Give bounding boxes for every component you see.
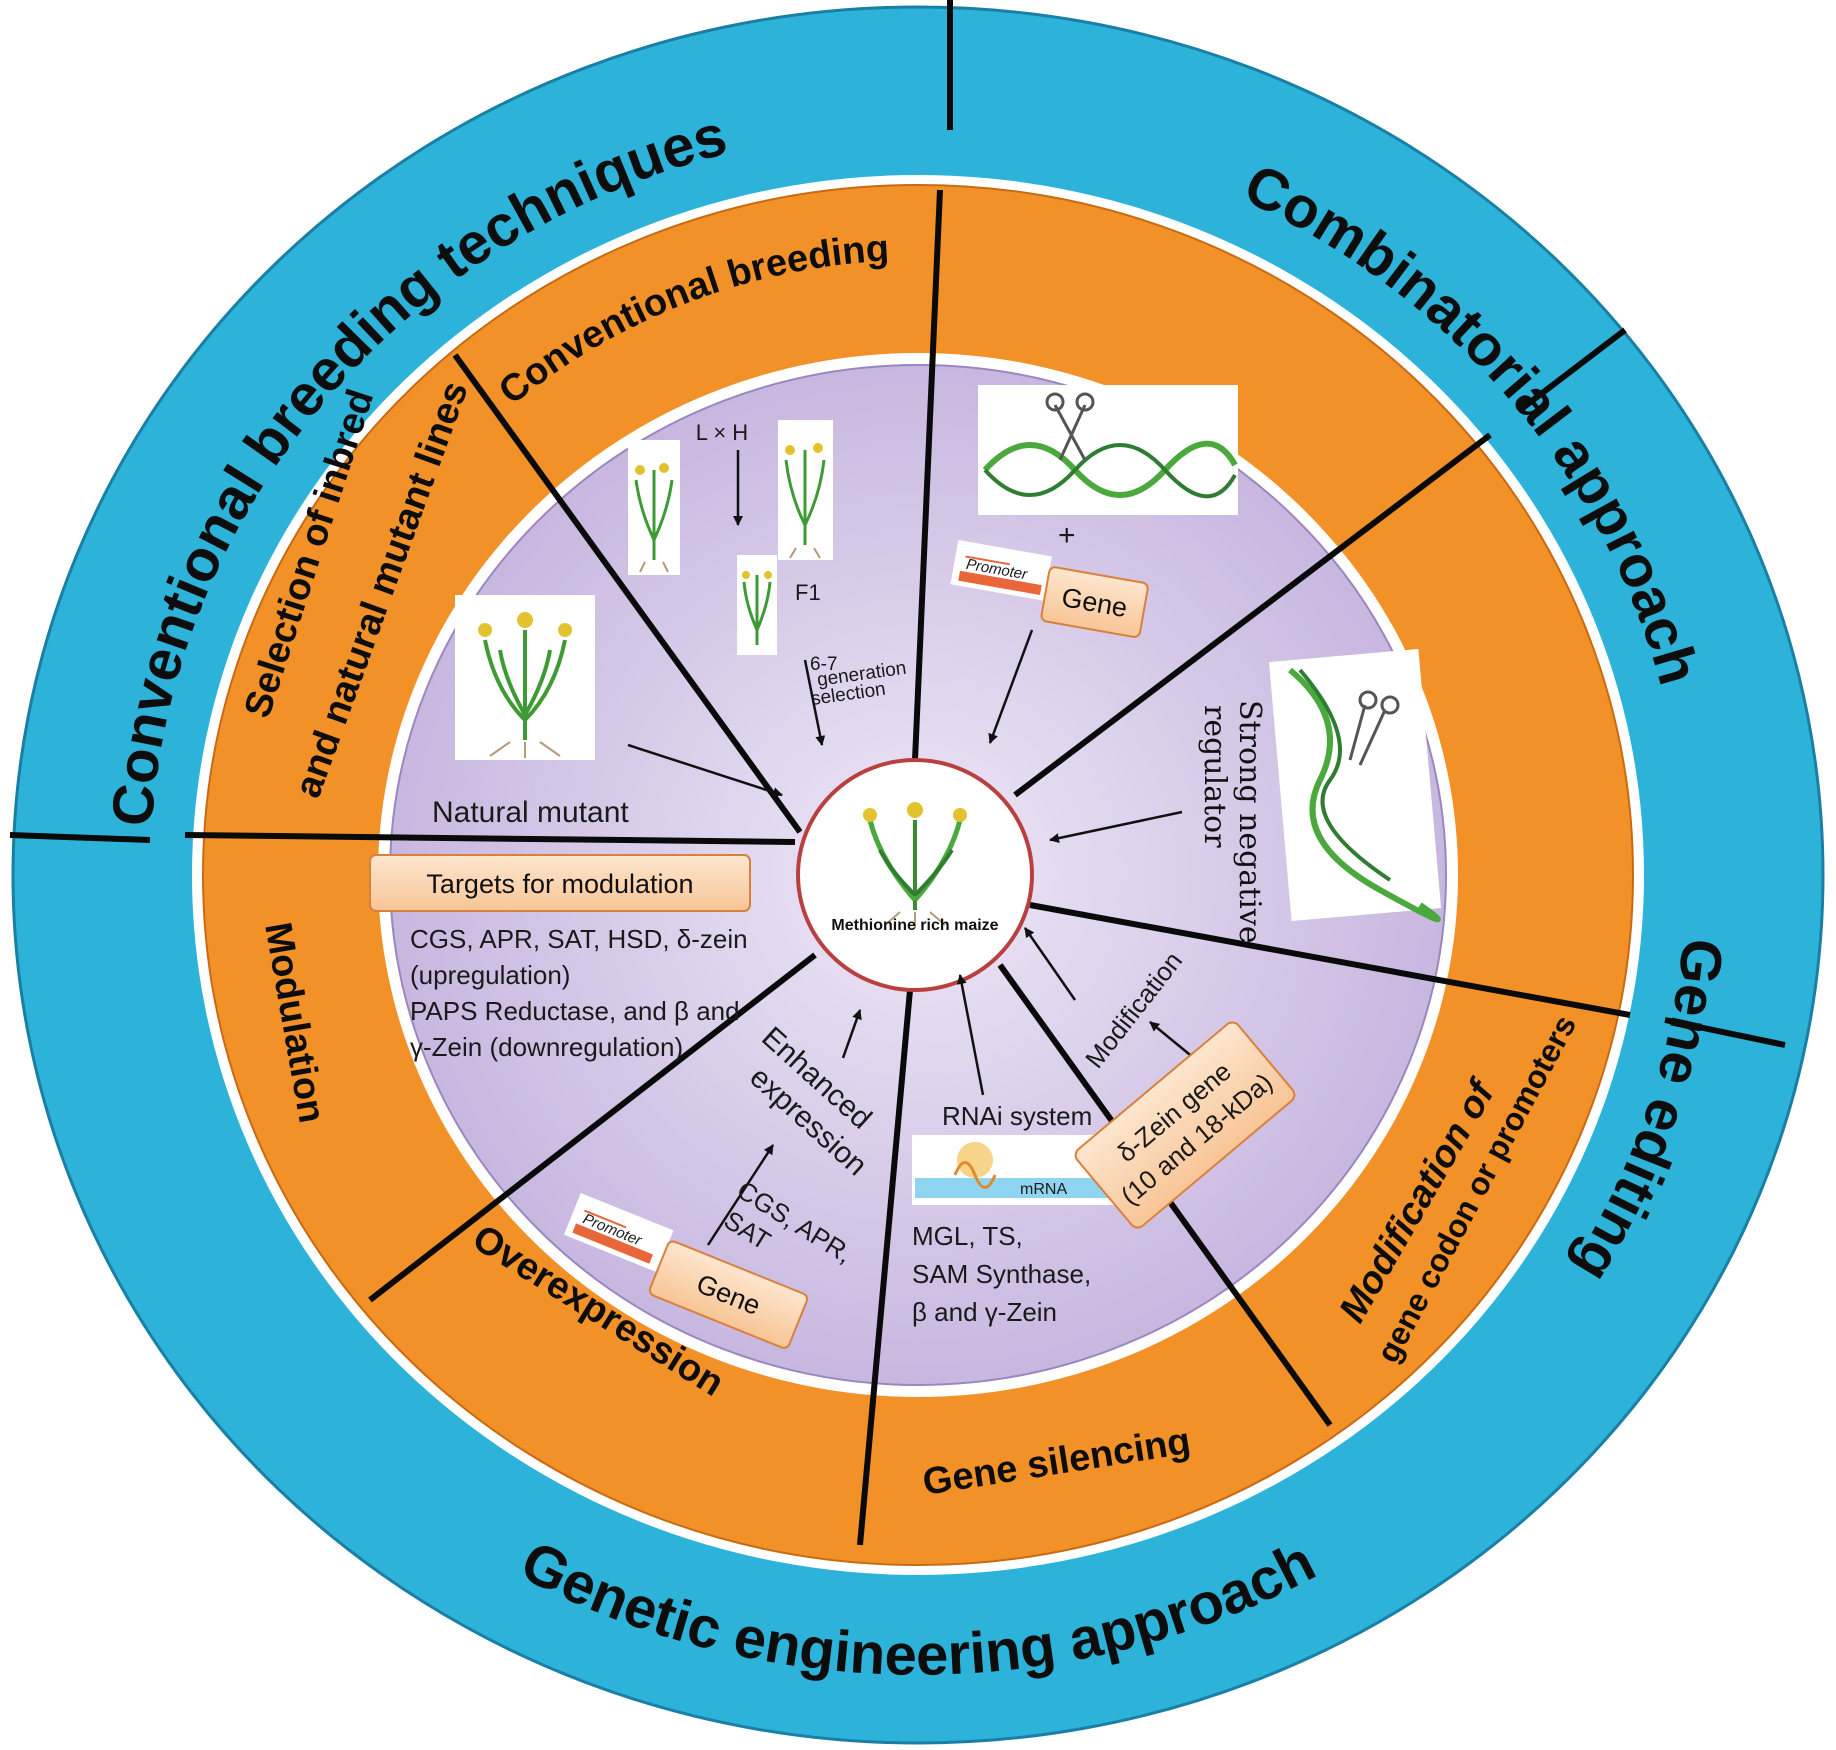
- modification-arrow-1: [1023, 927, 1077, 1001]
- strong-negative-line1: Strong negative: [1232, 700, 1267, 944]
- outer-divider-right-lower: [1664, 1017, 1786, 1048]
- spoke-3: [1013, 432, 1492, 798]
- outer-divider-left: [9, 832, 151, 843]
- gene-editing-arrow: [1049, 810, 1183, 844]
- silencing-line1: MGL, TS,: [912, 1221, 1023, 1251]
- natural-mutant-label: Natural mutant: [432, 796, 629, 829]
- parent-plant-l-icon: [628, 440, 680, 575]
- targets-line4: γ-Zein (downregulation): [410, 1032, 683, 1062]
- targets-line1: CGS, APR, SAT, HSD, δ-zein: [410, 924, 748, 954]
- f1-label: F1: [795, 580, 821, 605]
- targets-line3: PAPS Reductase, and β and: [410, 996, 740, 1026]
- svg-text:mRNA: mRNA: [1020, 1181, 1067, 1198]
- silencing-line3: β and γ-Zein: [912, 1297, 1057, 1327]
- natural-mutant-plant-icon: [455, 595, 595, 760]
- promoter-gene-construct-bottom: Promoter Gene: [563, 1192, 809, 1349]
- plus-sign: +: [1058, 519, 1076, 552]
- rnai-arrow: [956, 974, 985, 1096]
- outer-divider-right-upper: [1518, 327, 1627, 413]
- rnai-system-label: RNAi system: [942, 1101, 1092, 1131]
- enhanced-arrow: [841, 1009, 862, 1059]
- targets-box: Targets for modulation: [369, 854, 751, 912]
- generation-label-1: 6-7: [810, 654, 837, 675]
- spoke-7: [368, 952, 817, 1303]
- natural-mutant-arrow: [627, 743, 783, 797]
- spoke-2: [912, 189, 943, 761]
- strong-negative-line2: regulator: [1197, 705, 1232, 848]
- spoke-6: [857, 989, 913, 1546]
- center-maize-plant-icon: [863, 802, 967, 928]
- promoter-gene-construct-top: Promoter Gene: [950, 539, 1149, 638]
- dna-scissors-icon-vertical: [1268, 648, 1442, 923]
- spoke-8: [184, 832, 796, 845]
- silencing-line2: SAM Synthase,: [912, 1259, 1091, 1289]
- cross-label: L × H: [696, 420, 748, 445]
- spoke-4: [1029, 902, 1631, 1018]
- dna-scissors-icon: [978, 385, 1238, 515]
- generation-arrow: [803, 659, 826, 746]
- targets-line2: (upregulation): [410, 960, 570, 990]
- center-label: Methionine rich maize: [831, 917, 998, 934]
- combinatorial-arrow: [988, 629, 1034, 744]
- targets-box-label: Targets for modulation: [426, 869, 693, 899]
- overexpression-arrow: [706, 1144, 775, 1246]
- parent-plant-h-icon: [778, 420, 833, 560]
- f1-plant-icon: [737, 555, 777, 655]
- spoke-1: [452, 353, 803, 834]
